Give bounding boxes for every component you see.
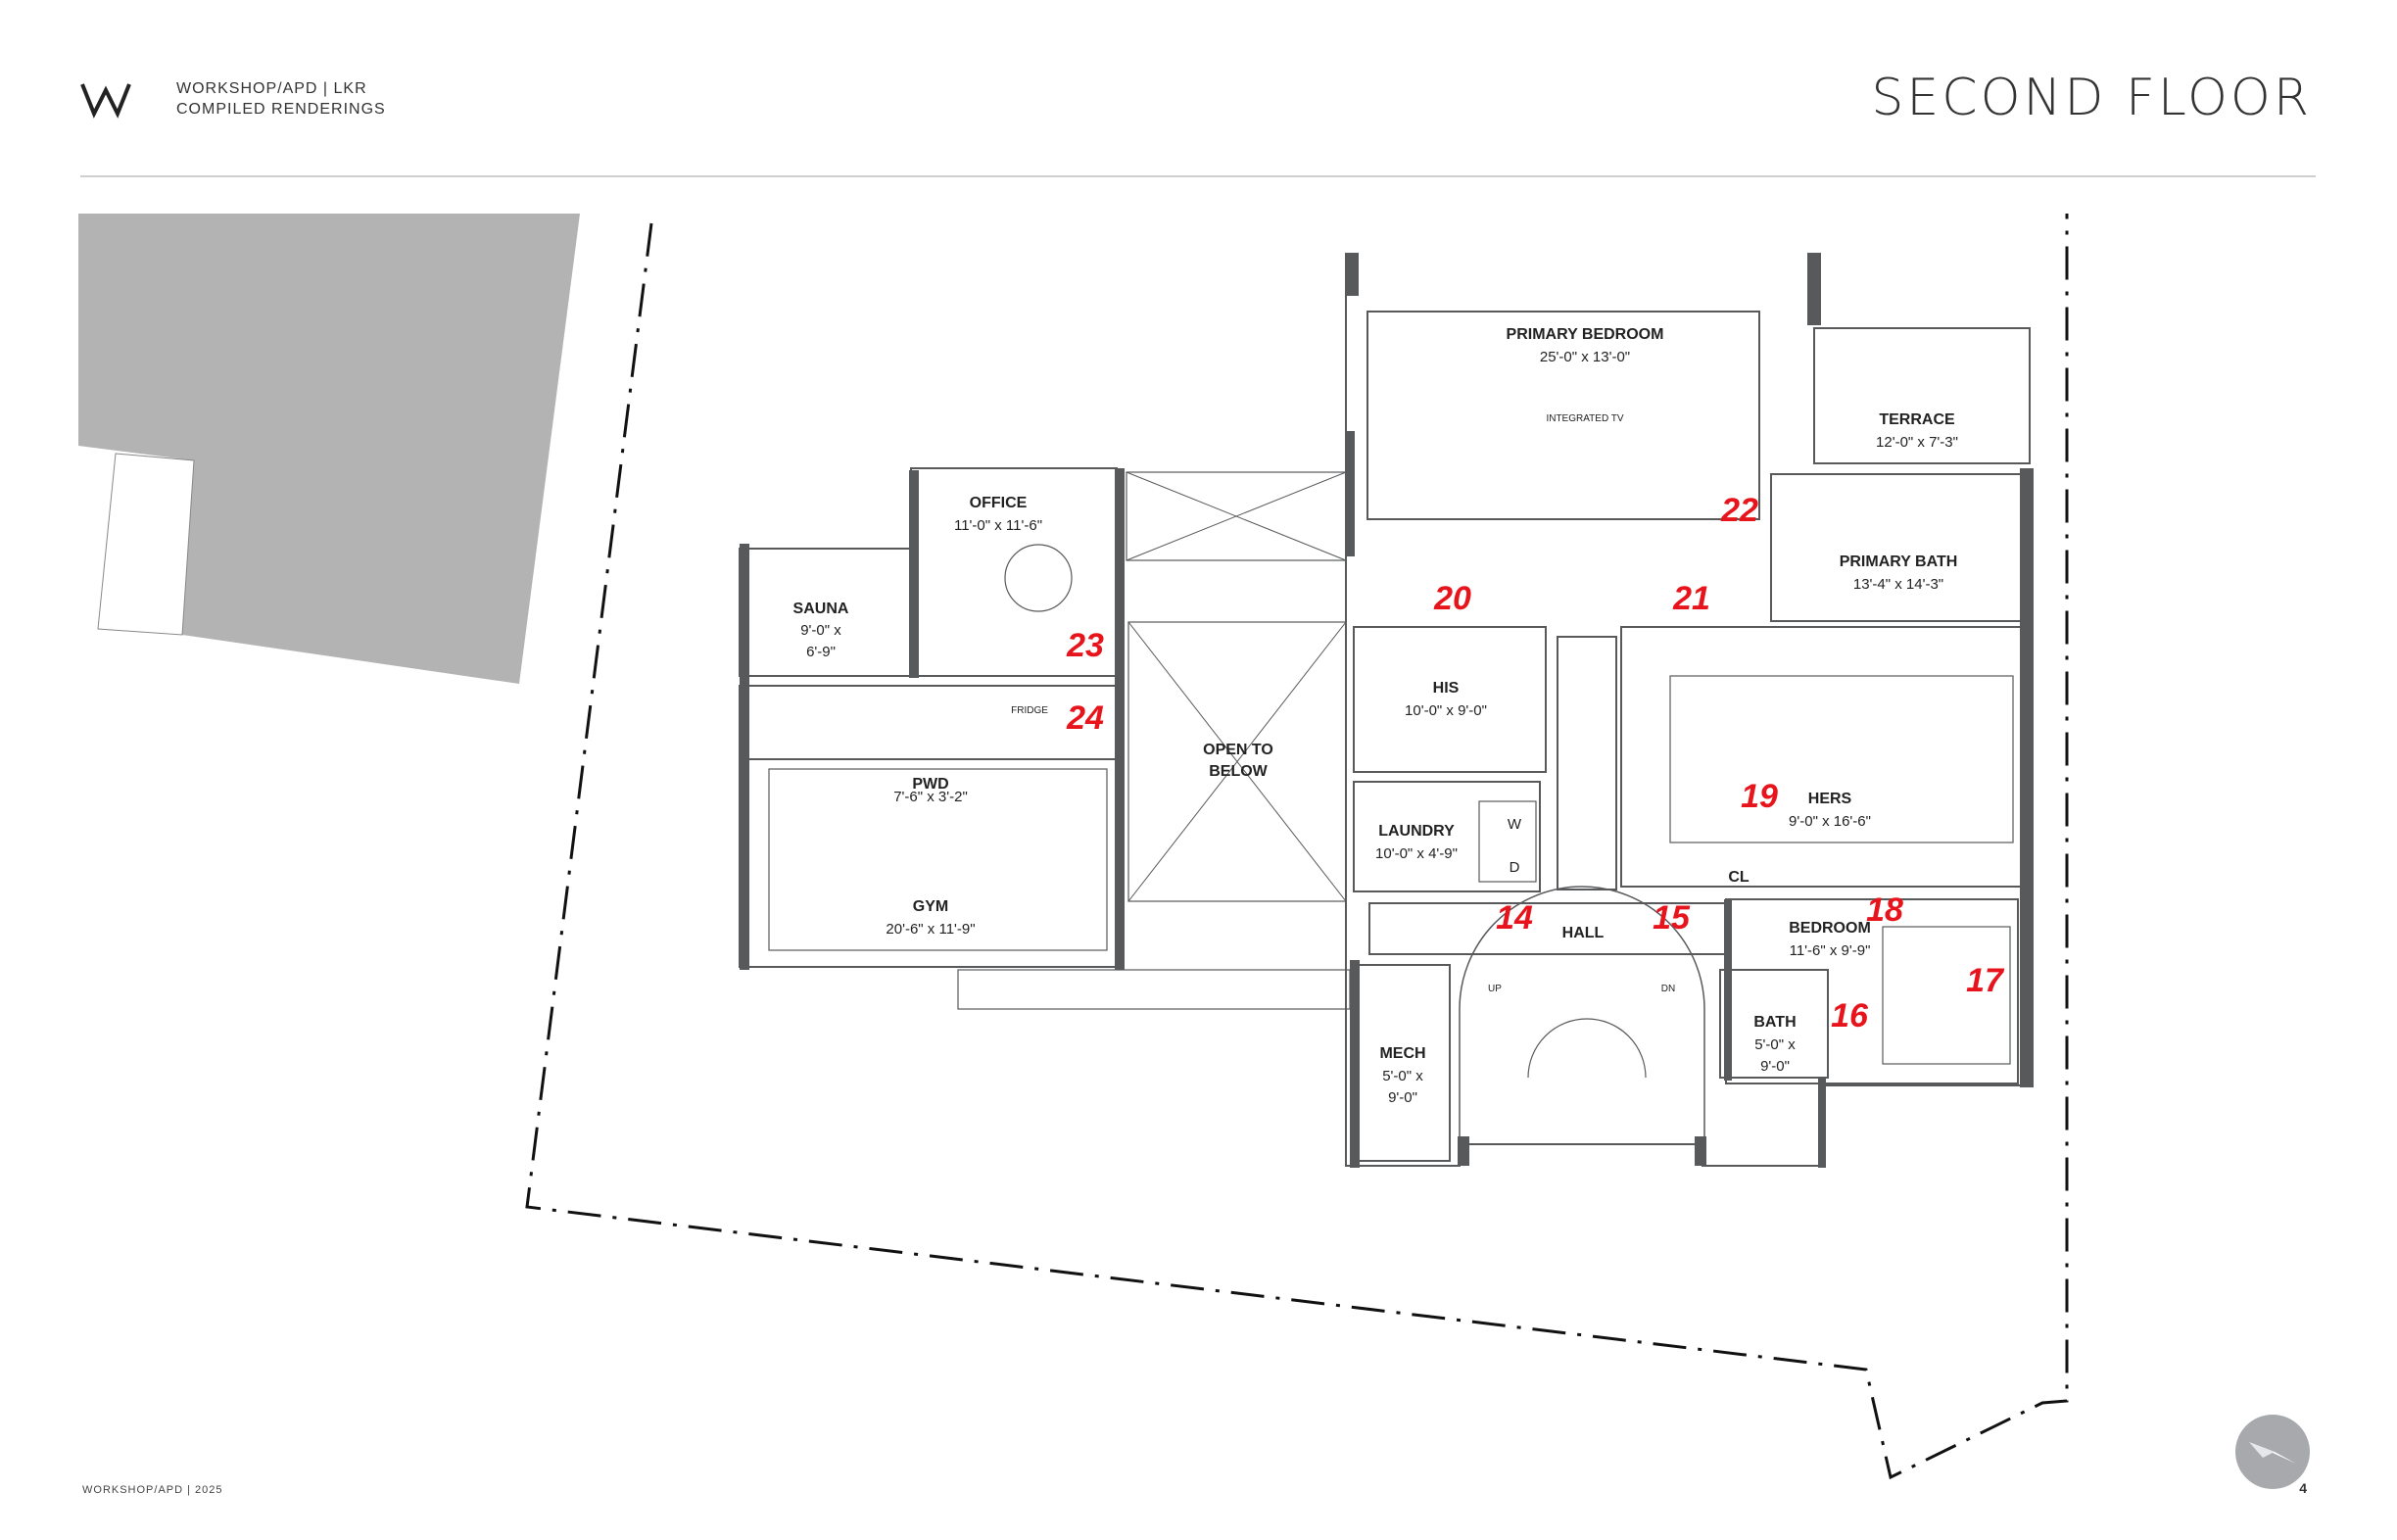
view-tag: 20 — [1433, 580, 1471, 617]
svg-text:MECH: MECH — [1379, 1045, 1425, 1062]
view-tag: 23 — [1066, 627, 1104, 664]
corridor-core — [1557, 636, 1617, 890]
property-line — [525, 214, 2069, 1480]
svg-text:OFFICE: OFFICE — [970, 495, 1028, 511]
primary-bath-walls — [1770, 473, 2025, 622]
svg-text:PRIMARY BATH: PRIMARY BATH — [1840, 553, 1958, 570]
svg-text:9'-0" x 16'-6": 9'-0" x 16'-6" — [1789, 813, 1871, 830]
svg-text:5'-0" x: 5'-0" x — [1382, 1068, 1423, 1084]
svg-text:20'-6" x 11'-9": 20'-6" x 11'-9" — [886, 921, 975, 938]
svg-text:5'-0" x: 5'-0" x — [1754, 1036, 1796, 1053]
svg-text:HIS: HIS — [1433, 680, 1460, 697]
view-tag: 24 — [1066, 699, 1104, 737]
pwd-walls — [739, 685, 1118, 760]
stair-inner — [1527, 1018, 1647, 1079]
firm-block: WORKSHOP/APD | LKR COMPILED RENDERINGS — [176, 78, 386, 120]
view-tag: 18 — [1866, 891, 1903, 929]
adjacent-building — [78, 214, 580, 684]
room-bath: BATH 5'-0" x 9'-0" — [1753, 1014, 1796, 1075]
svg-text:9'-0": 9'-0" — [1388, 1089, 1417, 1106]
view-tag: 17 — [1966, 962, 2005, 999]
laundry-walls — [1353, 781, 1541, 892]
svg-text:10'-0" x 9'-0": 10'-0" x 9'-0" — [1405, 702, 1487, 719]
svg-text:GYM: GYM — [913, 898, 948, 915]
view-tag: 15 — [1653, 899, 1691, 937]
washer-label: W — [1508, 816, 1522, 833]
room-bedroom: BEDROOM 11'-6" x 9'-9" — [1789, 920, 1871, 959]
room-primary-bath: PRIMARY BATH 13'-4" x 14'-3" — [1840, 553, 1958, 593]
svg-text:13'-4" x 14'-3": 13'-4" x 14'-3" — [1853, 576, 1943, 593]
svg-text:6'-9": 6'-9" — [806, 644, 836, 660]
stair-down-label: DN — [1661, 984, 1675, 994]
svg-text:BELOW: BELOW — [1209, 763, 1268, 780]
stair-up-label: UP — [1488, 984, 1502, 994]
gym-floor — [768, 768, 1108, 951]
page-header: WORKSHOP/APD | LKR COMPILED RENDERINGS S… — [0, 0, 2397, 177]
svg-text:BATH: BATH — [1753, 1014, 1796, 1031]
hers-island — [1669, 675, 2014, 843]
terrace-outline — [1813, 327, 2031, 464]
svg-text:11'-6" x 9'-9": 11'-6" x 9'-9" — [1790, 942, 1871, 959]
his-closet-walls — [1353, 626, 1547, 773]
integrated-tv-label: INTEGRATED TV — [1546, 413, 1623, 424]
office-table — [1004, 544, 1073, 612]
page-number: 4 — [2299, 1480, 2307, 1496]
room-primary-bedroom: PRIMARY BEDROOM 25'-0" x 13'-0" — [1507, 326, 1664, 365]
room-laundry: LAUNDRY 10'-0" x 4'-9" — [1375, 823, 1458, 862]
svg-text:7'-6" x 3'-2": 7'-6" x 3'-2" — [893, 789, 968, 805]
stair-curve — [1459, 886, 1705, 1138]
room-hall: HALL — [1562, 925, 1605, 941]
room-his: HIS 10'-0" x 9'-0" — [1405, 680, 1487, 719]
svg-text:PRIMARY BEDROOM: PRIMARY BEDROOM — [1507, 326, 1664, 343]
document-subtitle: COMPILED RENDERINGS — [176, 101, 386, 118]
svg-text:9'-0": 9'-0" — [1760, 1058, 1790, 1075]
lower-deck — [957, 969, 1351, 1010]
firm-logo-icon — [80, 83, 131, 119]
room-mech: MECH 5'-0" x 9'-0" — [1379, 1045, 1425, 1106]
mech-walls — [1351, 964, 1451, 1162]
svg-text:LAUNDRY: LAUNDRY — [1378, 823, 1455, 840]
svg-text:12'-0" x 7'-3": 12'-0" x 7'-3" — [1876, 434, 1958, 451]
room-gym: GYM 20'-6" x 11'-9" — [886, 898, 975, 938]
dryer-label: D — [1510, 859, 1520, 876]
room-closet: CL — [1728, 869, 1750, 886]
svg-text:PWD: PWD — [912, 776, 948, 793]
room-pwd: PWD 7'-6" x 3'-2" — [893, 776, 968, 805]
adjacent-building-cutout — [97, 453, 195, 636]
bed — [1882, 926, 2011, 1065]
room-open-to-below: OPEN TO BELOW — [1203, 742, 1273, 780]
header-divider — [80, 175, 2316, 177]
open-to-below — [1127, 621, 1347, 902]
svg-text:SAUNA: SAUNA — [793, 601, 849, 617]
washer-dryer — [1478, 800, 1537, 883]
svg-text:BEDROOM: BEDROOM — [1789, 920, 1871, 937]
view-tag: 21 — [1672, 580, 1710, 617]
view-tag: 16 — [1831, 997, 1869, 1035]
svg-text:OPEN TO: OPEN TO — [1203, 742, 1273, 758]
svg-text:11'-0" x 11'-6": 11'-0" x 11'-6" — [954, 517, 1042, 534]
bath-walls — [1719, 969, 1829, 1079]
footer-firm: WORKSHOP/APD | 2025 — [82, 1484, 223, 1496]
hers-closet-walls — [1620, 626, 2024, 888]
sheet-title: SECOND FLOOR — [1871, 69, 2312, 127]
svg-text:10'-0" x 4'-9": 10'-0" x 4'-9" — [1375, 845, 1458, 862]
room-terrace: TERRACE 12'-0" x 7'-3" — [1876, 411, 1958, 451]
room-sauna: SAUNA 9'-0" x 6'-9" — [793, 601, 849, 660]
svg-text:TERRACE: TERRACE — [1879, 411, 1955, 428]
fridge-label: FRIDGE — [1011, 705, 1048, 716]
svg-text:HERS: HERS — [1808, 791, 1852, 807]
svg-text:25'-0" x 13'-0": 25'-0" x 13'-0" — [1540, 349, 1630, 365]
room-office: OFFICE 11'-0" x 11'-6" — [954, 495, 1042, 534]
room-hers: HERS 9'-0" x 16'-6" — [1789, 791, 1871, 830]
firm-name: WORKSHOP/APD | LKR — [176, 80, 367, 97]
north-arrow-icon — [2235, 1415, 2310, 1489]
svg-text:9'-0" x: 9'-0" x — [800, 622, 841, 639]
primary-bedroom-walls — [1366, 311, 1760, 520]
view-tag: 19 — [1741, 778, 1778, 815]
view-tag: 14 — [1496, 899, 1533, 937]
view-tag: 22 — [1720, 492, 1758, 529]
